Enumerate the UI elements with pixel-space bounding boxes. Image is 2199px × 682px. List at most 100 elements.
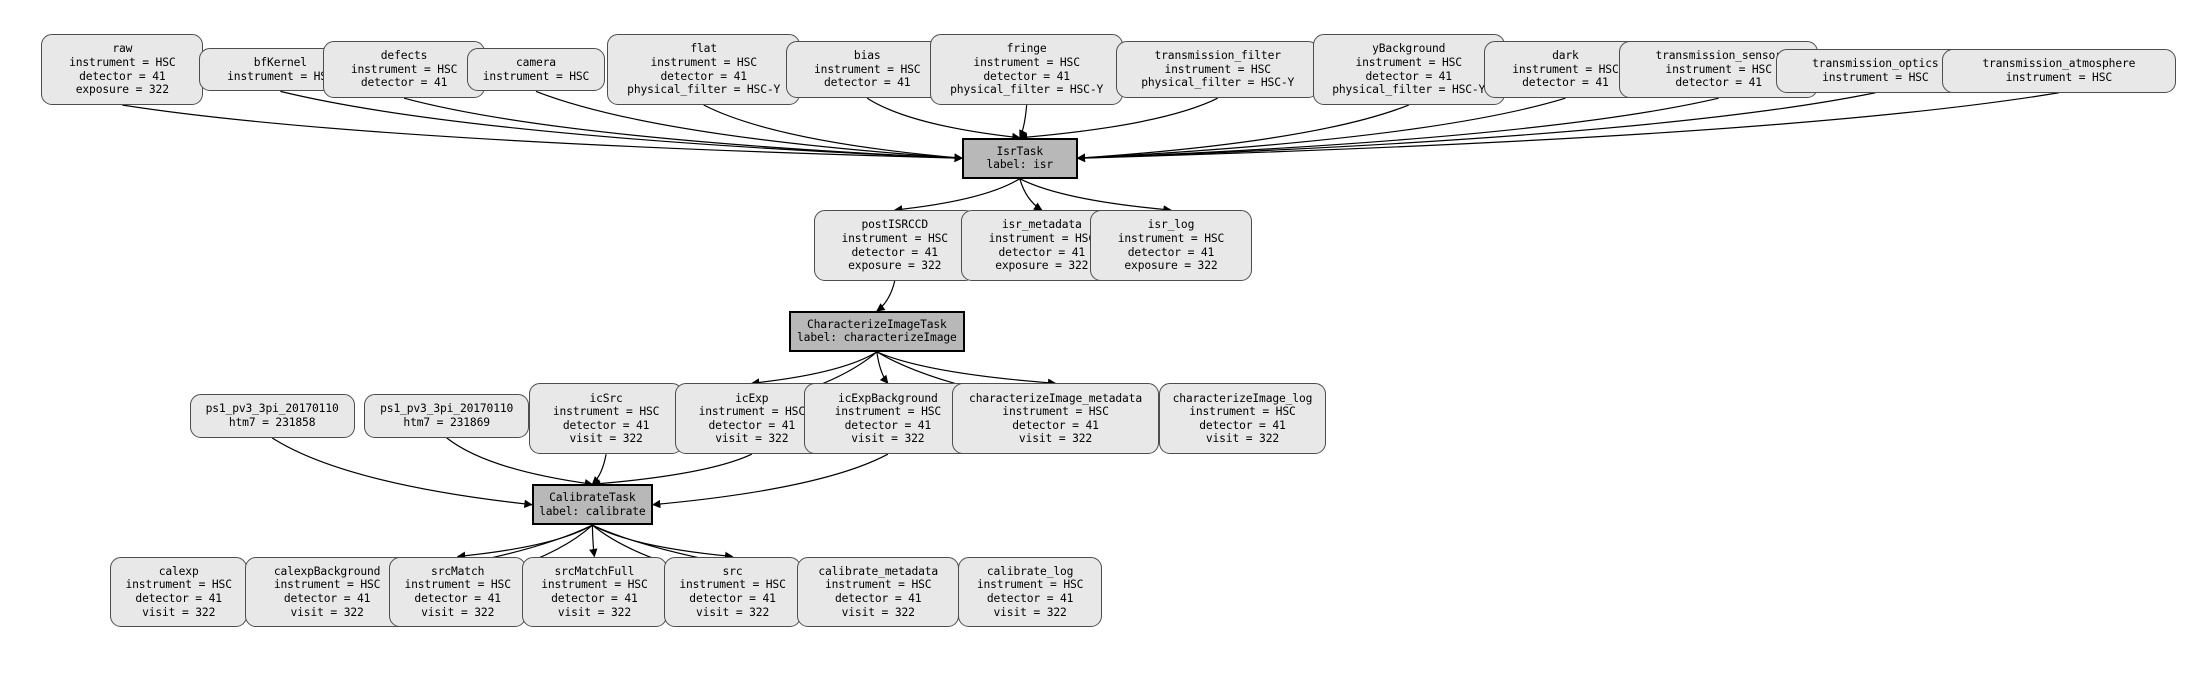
node-attribute: detector = 41 (562, 418, 650, 432)
node-attribute: instrument = HSC (482, 69, 590, 83)
node-attribute: visit = 322 (993, 605, 1067, 619)
edges-group (122, 90, 2059, 596)
node-attribute: detector = 41 (551, 591, 638, 605)
node-attribute: instrument = HSC (1355, 55, 1463, 69)
node-attribute: physical_filter = HSC-Y (950, 83, 1104, 97)
node-attribute: detector = 41 (1675, 76, 1762, 90)
edge-CharacterizeImageTask-to-icExpBackground (876, 351, 889, 384)
node-attribute: detector = 41 (844, 418, 932, 432)
node-title: icSrc (589, 391, 623, 405)
node-attribute: label: isr (986, 158, 1054, 172)
edge-flat-to-IsrTask (703, 104, 963, 162)
node-attribute: instrument = HSC (976, 578, 1084, 592)
node-title: transmission_sensor (1655, 49, 1782, 63)
node-attribute: detector = 41 (1012, 418, 1099, 432)
edge-yBackground-to-IsrTask (1076, 104, 1409, 162)
node-attribute: visit = 322 (841, 605, 915, 619)
node-title: bias (853, 49, 881, 63)
node-title: icExpBackground (837, 391, 938, 405)
node-attribute: physical_filter = HSC-Y (1141, 76, 1295, 90)
node-attribute: detector = 41 (1199, 418, 1286, 432)
node-attribute: detector = 41 (986, 591, 1074, 605)
node-title: isr_metadata (1001, 218, 1082, 232)
node-attribute: detector = 41 (414, 591, 501, 605)
edge-CalibrateTask-to-src (592, 524, 734, 560)
edge-CalibrateTask-to-srcMatch (456, 524, 593, 560)
node-attribute: exposure = 322 (995, 259, 1089, 273)
node-attribute: detector = 41 (79, 69, 166, 83)
edge-icExp-to-CalibrateTask (591, 453, 753, 488)
node-attribute: visit = 322 (695, 605, 770, 619)
node-title: srcMatchFull (554, 564, 635, 578)
node-attribute: instrument = HSC (541, 578, 648, 592)
edge-IsrTask-to-isr_metadata (1019, 178, 1043, 211)
node-attribute: detector = 41 (1522, 76, 1609, 90)
node-title: ps1_pv3_3pi_20170110 (380, 402, 514, 416)
node-attribute: instrument = HSC (69, 55, 176, 69)
edge-ps1_a-to-CalibrateTask (271, 437, 533, 509)
node-attribute: visit = 322 (421, 605, 495, 619)
node-attribute: instrument = HSC (1189, 405, 1296, 419)
node-title: bfKernel (253, 55, 307, 69)
node-title: CharacterizeImageTask (807, 317, 947, 331)
edge-defects-to-IsrTask (403, 97, 963, 163)
node-attribute: visit = 322 (851, 432, 925, 446)
edge-CharacterizeImageTask-to-icExp (750, 351, 878, 387)
node-attribute: label: calibrate (539, 504, 646, 518)
node-attribute: htm7 = 231869 (403, 416, 490, 429)
edge-icExpBackground-to-CalibrateTask (651, 453, 889, 509)
node-attribute: label: characterizeImage (797, 331, 957, 345)
edge-postISRCCD-to-CharacterizeImageTask (876, 280, 896, 312)
node-attribute: htm7 = 231858 (228, 416, 316, 429)
node-title: src (722, 564, 743, 578)
node-attribute: instrument = HSC (125, 578, 232, 592)
edge-fringe-to-IsrTask (1019, 104, 1028, 139)
node-attribute: detector = 41 (834, 591, 922, 605)
edge-icSrc-to-CalibrateTask (591, 454, 607, 485)
node-attribute: instrument = HSC (227, 69, 334, 83)
node-title: IsrTask (996, 144, 1044, 158)
node-attribute: instrument = HSC (650, 55, 757, 69)
node-attribute: instrument = HSC (350, 62, 458, 76)
edge-raw-to-IsrTask (122, 104, 963, 163)
node-attribute: detector = 41 (708, 418, 796, 432)
node-attribute: detector = 41 (983, 69, 1070, 83)
node-title: raw (112, 42, 133, 56)
node-title: calexp (158, 564, 199, 578)
node-attribute: detector = 41 (823, 76, 911, 90)
edge-CalibrateTask-to-srcMatchFull (589, 525, 598, 558)
node-attribute: physical_filter = HSC-Y (1332, 83, 1486, 97)
node-title: transmission_optics (1812, 57, 1939, 71)
node-attribute: instrument = HSC (834, 405, 942, 419)
node-attribute: instrument = HSC (814, 62, 921, 76)
node-attribute: visit = 322 (1205, 432, 1280, 446)
node-title: yBackground (1372, 42, 1446, 56)
